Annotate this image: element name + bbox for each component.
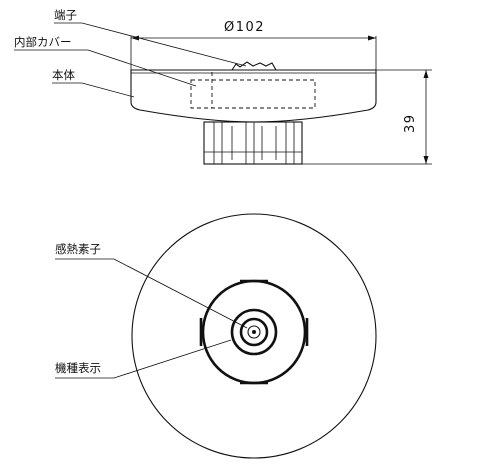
- label-inner-cover: 内部カバー: [14, 35, 197, 87]
- sensor-core: [252, 330, 256, 334]
- sensor-base: [203, 121, 303, 165]
- sensor-outer: [230, 308, 278, 356]
- label-model-display: 機種表示: [55, 339, 232, 379]
- diameter-dimension: Ø102: [130, 20, 377, 70]
- body-outline: [130, 69, 377, 123]
- label-terminal-text: 端子: [54, 8, 77, 22]
- bottom-view: 感熱素子 機種表示: [55, 213, 377, 459]
- height-dimension: 39: [302, 69, 432, 165]
- sensor-inner: [247, 325, 261, 339]
- side-view: Ø102 39 端子 内部カバー 本体: [14, 8, 432, 165]
- sensor-middle: [239, 317, 269, 347]
- label-body: 本体: [52, 68, 135, 98]
- diameter-label: Ø102: [224, 20, 265, 35]
- outer-circle: [131, 213, 377, 459]
- terminal-part: [228, 61, 280, 71]
- label-terminal: 端子: [54, 8, 247, 67]
- label-model-display-text: 機種表示: [55, 361, 101, 375]
- label-inner-cover-text: 内部カバー: [14, 35, 72, 49]
- label-heat-element: 感熱素子: [55, 242, 248, 329]
- inner-cover-outline: [190, 79, 316, 109]
- label-body-text: 本体: [52, 68, 75, 82]
- label-heat-element-text: 感熱素子: [55, 242, 101, 256]
- height-label: 39: [403, 113, 418, 133]
- ring-tabs: [199, 279, 309, 385]
